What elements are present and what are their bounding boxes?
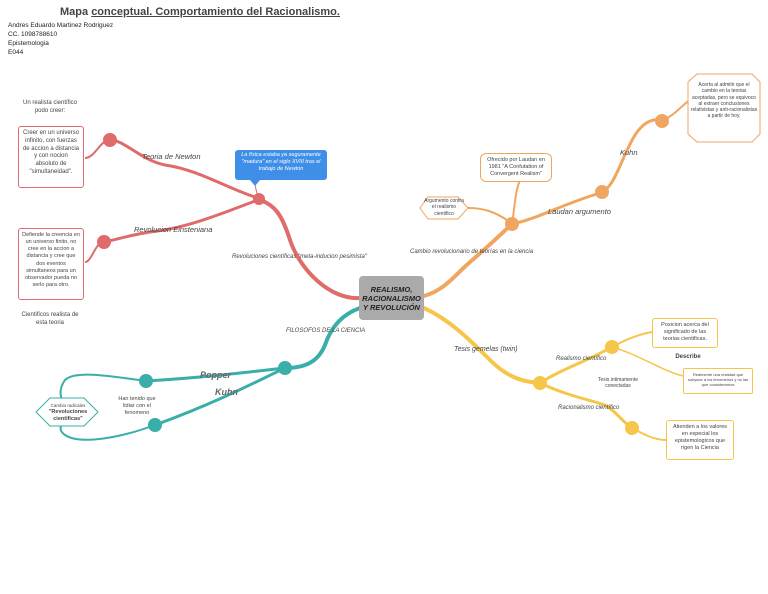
yellow-link-racionalismo — [539, 381, 633, 430]
teal-link-popper — [145, 366, 286, 383]
author-name: Andres Eduardo Martinez Rodriguez — [8, 22, 114, 29]
teal-branch-label[interactable]: FILOSOFOS DE LA CIENCIA — [286, 328, 366, 334]
red-link-newton — [109, 138, 259, 200]
describe-label: Describe — [675, 354, 701, 360]
red-branch-label[interactable]: Revoluciones científicas "meta-inducion … — [232, 254, 367, 260]
node-popper[interactable] — [139, 374, 153, 388]
node-yellow-hub[interactable] — [533, 376, 547, 390]
argument-hexagon[interactable] — [419, 196, 469, 220]
node-realismo[interactable] — [605, 340, 619, 354]
teal-branch-trunk — [283, 306, 362, 370]
newton-callout[interactable]: La física estaba ya seguramente "madura"… — [235, 150, 327, 180]
orange-link-argument — [467, 207, 513, 225]
racionalismo-label[interactable]: Racionalismo científico — [558, 405, 620, 411]
orange-branch-trunk — [422, 222, 514, 298]
kuhn-orange-hexagon[interactable] — [687, 73, 761, 143]
kuhn-orange-text: Acerta al admitir que el cambio en la te… — [690, 82, 758, 120]
course-code: E044 — [8, 49, 24, 56]
page-title: Mapa conceptual. Comportamiento del Raci… — [60, 6, 340, 18]
yellow-branch-label[interactable]: Tesis gemelas (twin) — [454, 346, 518, 353]
laudan-label[interactable]: Laudan argumento — [548, 207, 611, 216]
realist-note: Un realista científico podo creer: — [22, 100, 78, 114]
scientists-note: Cientificos realista de esta teoria — [21, 312, 79, 326]
popper-label[interactable]: Popper — [200, 370, 232, 380]
teal-link-kuhn — [154, 366, 286, 427]
racionalismo-box[interactable]: Atienden a los valores en especial los e… — [666, 420, 734, 460]
node-einstein[interactable] — [97, 235, 111, 249]
yellow-mid-note: Tesis intimamente conectadas — [597, 377, 638, 390]
einstein-box[interactable]: Defiende la creencia en un universo fini… — [18, 228, 84, 300]
kuhn-orange-label[interactable]: Kuhn — [620, 148, 638, 157]
node-laudan[interactable] — [595, 185, 609, 199]
laudan-box[interactable]: Ofrecido por Laudan en 1981 "A Confutati… — [480, 153, 552, 182]
diamond-main-text: "Revoluciones cientificas" — [48, 409, 88, 422]
argument-text: Argumento contra el realismo cientifico — [424, 198, 464, 217]
orange-link-laudan — [511, 118, 663, 226]
title-underlined: conceptual. Comportamiento del Racionali… — [91, 6, 340, 18]
describe-box[interactable]: Realmente una realidad que subyace a los… — [683, 368, 753, 394]
title-prefix: Mapa — [60, 6, 92, 18]
callout-tail — [250, 180, 260, 186]
subject: Epistemologia — [8, 40, 49, 47]
realismo-box[interactable]: Posicion acerca del significado de las t… — [652, 318, 718, 348]
yellow-link-describe — [611, 346, 684, 377]
node-racionalismo[interactable] — [625, 421, 639, 435]
newton-box[interactable]: Creer en un universo infinito, con fuerz… — [18, 126, 84, 188]
newton-label[interactable]: Teoria de Newton — [142, 152, 201, 161]
author-id: CC. 1098788610 — [8, 31, 58, 38]
red-link-einstein — [103, 198, 259, 244]
diamond-top-text: Cambio radicales — [50, 403, 86, 408]
red-branch-trunk — [258, 198, 362, 301]
node-kuhn-orange[interactable] — [655, 114, 669, 128]
realismo-label[interactable]: Realismo científico — [556, 356, 607, 362]
node-newton[interactable] — [103, 133, 117, 147]
revolutions-diamond[interactable] — [35, 397, 99, 427]
teal-mid-note: Han tenido que lidiar con el fenomeno — [118, 396, 156, 416]
node-red-hub[interactable] — [253, 193, 265, 205]
node-kuhn-teal[interactable] — [148, 418, 162, 432]
node-teal-hub[interactable] — [278, 361, 292, 375]
kuhn-teal-label[interactable]: Kuhn — [215, 387, 238, 397]
yellow-branch-trunk — [422, 306, 542, 385]
node-orange-hub[interactable] — [505, 217, 519, 231]
central-topic[interactable]: REALISMO, RACIONALISMO Y REVOLUCIÓN — [359, 276, 424, 320]
einstein-label[interactable]: Revolucion Einsteniana — [134, 225, 213, 234]
orange-branch-label[interactable]: Cambio revolucionario de teorías en la c… — [410, 249, 534, 255]
